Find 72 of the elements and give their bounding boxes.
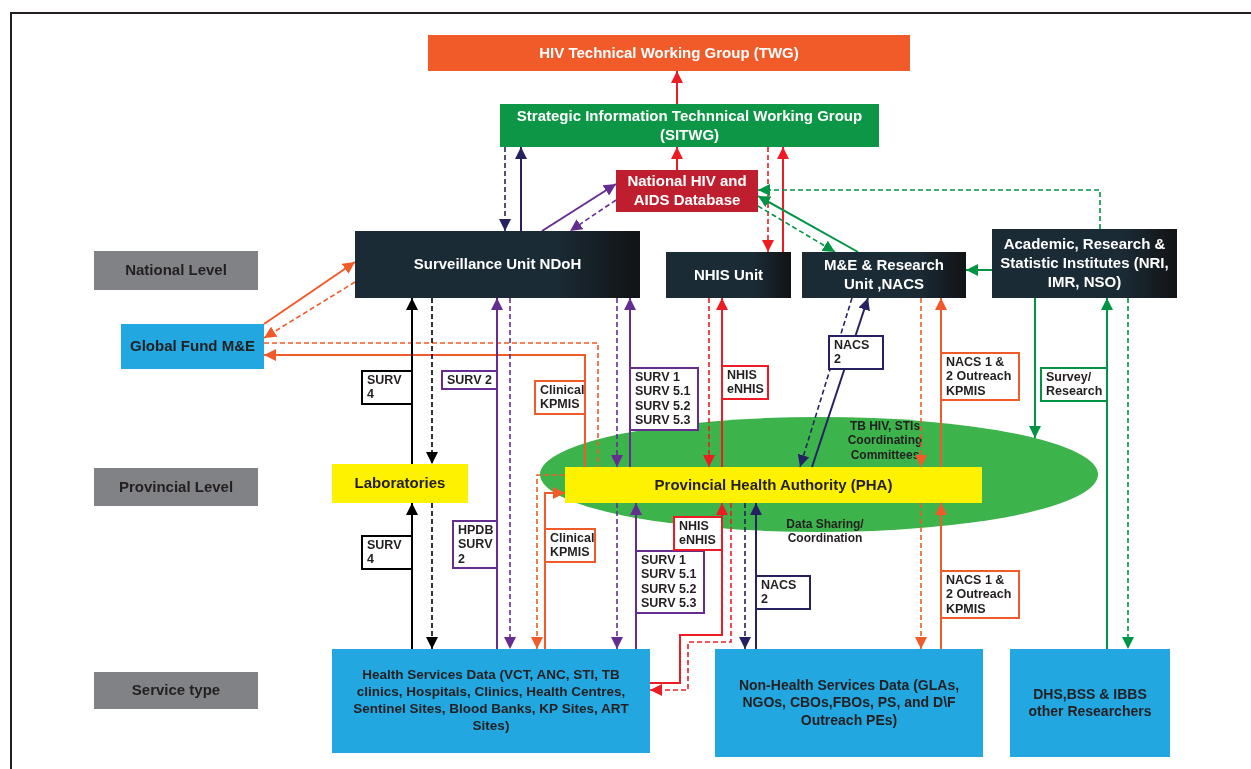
process-box: Laboratories [332,464,468,503]
edge-label: Clinical KPMIS [534,380,586,415]
arrow [703,297,715,468]
arrow [915,297,927,468]
arrow [811,297,870,468]
data-source-box: Health Services Data (VCT, ANC, STI, TB clinics, Hospitals, Clinics, Health Centres, Sentinel Sites, Blood Banks, KP Sites, ART Sites) [332,649,650,753]
edge-label: NHIS eNHIS [673,516,723,551]
process-box: Strategic Information Technnical Working Group (SITWG) [500,104,879,147]
arrow [541,183,617,232]
arrow [1101,297,1113,650]
data-source-box: Non-Health Services Data (GLAs, NGOs, CBOs,FBOs, PS, and D\F Outreach PEs) [715,649,983,757]
arrow [935,502,947,650]
arrow [499,146,511,232]
arrow [504,297,516,650]
edge-label: HPDB SURV 2 [452,520,498,570]
arrow [716,297,728,468]
arrow [515,146,527,232]
arrow [624,297,636,468]
arrow [757,184,1101,230]
arrow [1122,297,1134,650]
arrow [777,146,789,253]
edge-label: NACS 2 [755,575,811,610]
edge-label: NHIS eNHIS [721,365,769,400]
arrow [491,297,503,650]
arrow [611,297,623,468]
process-box: Provincial Health Authority (PHA) [565,467,982,503]
arrow [611,502,623,650]
process-box: M&E & Research Unit ,NACS [802,252,966,298]
edge-label: SURV 1 SURV 5.1 SURV 5.2 SURV 5.3 [629,367,699,431]
arrow [671,146,683,171]
level-band: Provincial Level [94,468,258,506]
edge-label: Survey/ Research [1040,367,1108,402]
ellipse-text: TB HIV, STIs Coordinating Committees [846,419,924,463]
arrow [757,205,836,253]
arrow [750,502,762,650]
text-tag: SURV 2 [441,370,498,391]
arrow [569,199,617,232]
edge-label: SURV 4 [361,535,413,570]
process-box: Academic, Research & Statistic Institutes (NRI, IMR, NSO) [992,229,1177,298]
arrow [965,264,993,276]
process-box: NHIS Unit [666,252,791,298]
process-box: Global Fund M&E [121,324,264,369]
process-box: National HIV and AIDS Database [616,170,758,212]
arrow [762,146,774,253]
arrow [263,281,356,339]
arrow [935,297,947,468]
edge-label: NACS 2 [828,335,884,370]
edge-label: Clinical KPMIS [544,528,596,563]
arrow [671,70,683,105]
process-box: HIV Technical Working Group (TWG) [428,35,910,71]
arrow [426,502,438,650]
level-band: National Level [94,251,258,290]
ellipse-text: Data Sharing/ Coordination [785,517,865,546]
arrow [531,474,566,650]
edge-label: SURV 1 SURV 5.1 SURV 5.2 SURV 5.3 [635,550,705,614]
arrow [426,297,438,465]
arrow [757,195,859,253]
arrow [739,502,751,650]
edge-label: NACS 1 & 2 Outreach KPMIS [940,570,1020,620]
arrow [797,297,853,468]
arrow [406,502,418,650]
level-band: Service type [94,672,258,709]
arrow [915,502,927,650]
edge-label: NACS 1 & 2 Outreach KPMIS [940,352,1020,402]
arrow [263,261,356,325]
arrow [630,502,642,650]
data-source-box: DHS,BSS & IBBS other Researchers [1010,649,1170,757]
process-box: Surveillance Unit NDoH [355,231,640,298]
arrow [1029,297,1041,440]
edge-label: SURV 4 [361,370,413,405]
arrow [406,297,418,465]
arrow [544,487,566,650]
